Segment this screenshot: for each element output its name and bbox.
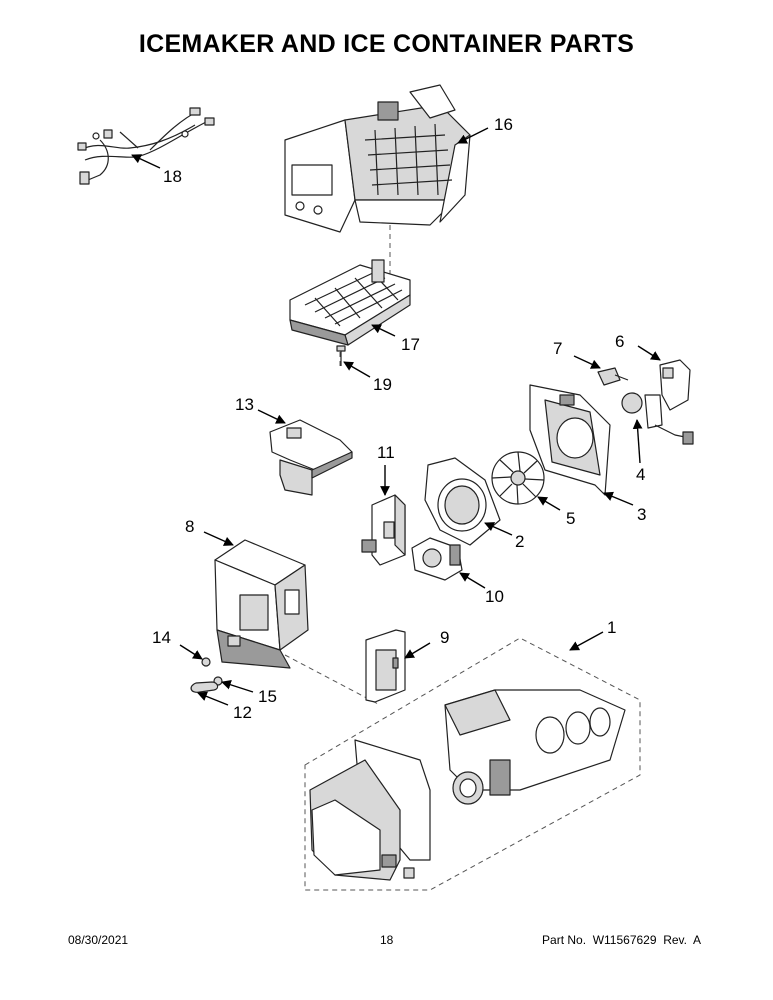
- callout-labels: 1 2 3 4 5 6 7 8 9 10 11 12 13 14 15 16 1…: [152, 115, 646, 722]
- callout-8: 8: [185, 517, 194, 536]
- page-title: ICEMAKER AND ICE CONTAINER PARTS: [138, 30, 635, 58]
- callout-18: 18: [163, 167, 182, 186]
- part-3-fan-housing[interactable]: [529, 384, 611, 496]
- callout-5: 5: [566, 509, 575, 528]
- callout-2: 2: [515, 532, 524, 551]
- part-12-lever[interactable]: [190, 681, 219, 693]
- callout-9: 9: [440, 628, 449, 647]
- callout-17: 17: [401, 335, 420, 354]
- footer-page-number: 18: [380, 933, 394, 947]
- footer-part-number: Part No. W11567629 Rev. A: [542, 933, 701, 947]
- callout-19: 19: [373, 375, 392, 394]
- callout-14: 14: [152, 628, 171, 647]
- callout-15: 15: [258, 687, 277, 706]
- callout-3: 3: [637, 505, 646, 524]
- callout-16: 16: [494, 115, 513, 134]
- part-6-damper-bracket[interactable]: [659, 359, 691, 411]
- callout-10: 10: [485, 587, 504, 606]
- callout-6: 6: [615, 332, 624, 351]
- part-10-motor[interactable]: [411, 537, 463, 581]
- callout-13: 13: [235, 395, 254, 414]
- callout-11: 11: [377, 443, 395, 462]
- part-11-switch[interactable]: [361, 494, 406, 566]
- part-19-screw[interactable]: [336, 345, 346, 366]
- part-4-damper-motor[interactable]: [621, 392, 694, 445]
- part-13-bracket[interactable]: [269, 419, 353, 496]
- part-2-fan-shroud[interactable]: [424, 457, 501, 546]
- part-1-ice-container[interactable]: [309, 689, 626, 881]
- part-5-fan-blade[interactable]: [491, 451, 545, 505]
- assembly-guide-lines: [284, 225, 641, 891]
- callout-12: 12: [233, 703, 252, 722]
- part-18-wire-harness[interactable]: [77, 107, 215, 185]
- part-8-housing[interactable]: [214, 539, 309, 669]
- callout-4: 4: [636, 465, 645, 484]
- callout-7: 7: [553, 339, 562, 358]
- part-7-clip[interactable]: [597, 367, 629, 386]
- callout-1: 1: [607, 618, 616, 637]
- part-14-fastener[interactable]: [201, 657, 211, 667]
- callout-leaders: [131, 127, 661, 706]
- footer-date: 08/30/2021: [68, 933, 129, 947]
- part-16-icemaker-assembly[interactable]: [284, 84, 471, 233]
- part-9-cover-plate[interactable]: [365, 629, 406, 703]
- part-17-ice-mold[interactable]: [289, 259, 411, 346]
